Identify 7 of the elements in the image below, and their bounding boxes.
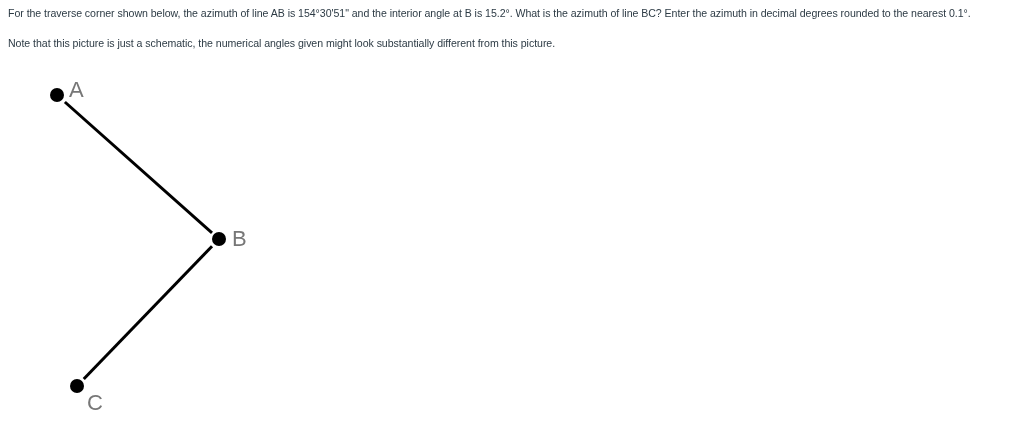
question-text: For the traverse corner shown below, the azimuth of line AB is 154°30'51" and the interior angle at B is 15.2°. What is the azimuth of line BC? Enter the azimuth in decimal degrees rounded to the nearest 0.1°. xyxy=(8,7,971,19)
line-segment xyxy=(82,245,214,381)
point-label: C xyxy=(87,392,103,414)
line-segment xyxy=(63,100,213,234)
point-label: A xyxy=(69,79,84,101)
question-text: Note that this picture is just a schematic, the numerical angles given might look substantially different from this picture. xyxy=(8,37,556,49)
point-label: B xyxy=(232,228,247,250)
